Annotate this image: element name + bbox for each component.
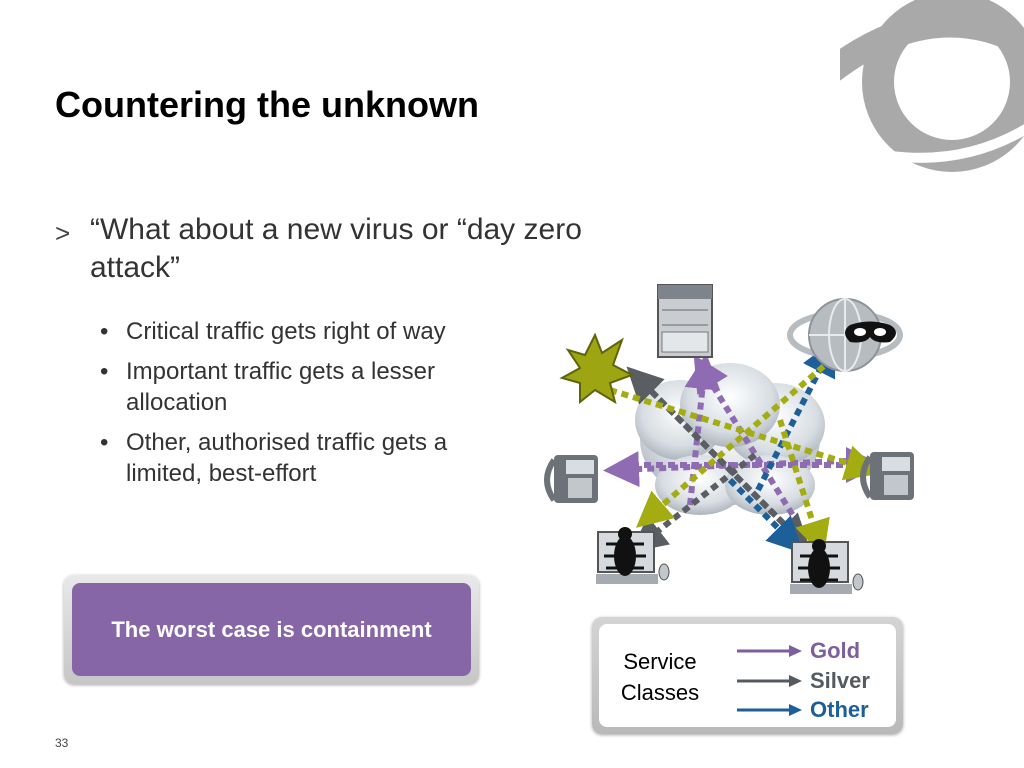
phone-icon <box>544 455 598 503</box>
page-number: 33 <box>55 736 69 750</box>
silver-arrow-icon <box>737 675 802 687</box>
server-icon <box>657 284 713 358</box>
legend-label-gold: Gold <box>810 638 861 663</box>
list-item: Critical traffic gets right of way <box>100 316 520 347</box>
list-item: Important traffic gets a lesser allocati… <box>100 356 520 418</box>
service-classes-legend: Service Classes Gold Silver Other <box>592 617 903 734</box>
sub-bullet-list: Critical traffic gets right of way Impor… <box>100 316 520 498</box>
legend-label-other: Other <box>810 697 869 722</box>
cloud-icon <box>635 363 825 515</box>
silver-flow <box>630 452 757 553</box>
gold-flow <box>693 354 808 537</box>
mask-icon <box>845 321 896 343</box>
gold-arrow-icon <box>737 645 802 657</box>
main-bullet: > “What about a new virus or “day zero a… <box>55 211 595 287</box>
list-item: Other, authorised traffic gets a limited… <box>100 427 520 489</box>
other-flow <box>755 339 836 492</box>
explosion-icon <box>559 332 635 405</box>
callout-text: The worst case is containment <box>72 583 471 676</box>
other-arrow-icon <box>737 704 802 716</box>
silver-flow <box>632 372 811 551</box>
bug-icon <box>798 539 840 588</box>
legend-title: Service Classes <box>620 649 700 705</box>
gold-flow <box>603 451 871 488</box>
threat-flow <box>777 419 830 557</box>
bug-icon <box>604 527 646 576</box>
logo-icon <box>840 0 1024 172</box>
main-bullet-text: “What about a new virus or “day zero att… <box>90 213 582 284</box>
phone-icon <box>860 452 914 500</box>
callout-box: The worst case is containment <box>64 575 479 684</box>
threat-flow <box>609 387 882 481</box>
slide-title: Countering the unknown <box>55 84 479 125</box>
network-diagram <box>544 284 914 594</box>
other-flow <box>727 477 804 554</box>
bullet-marker: > <box>55 218 71 248</box>
legend-label-silver: Silver <box>810 668 870 693</box>
